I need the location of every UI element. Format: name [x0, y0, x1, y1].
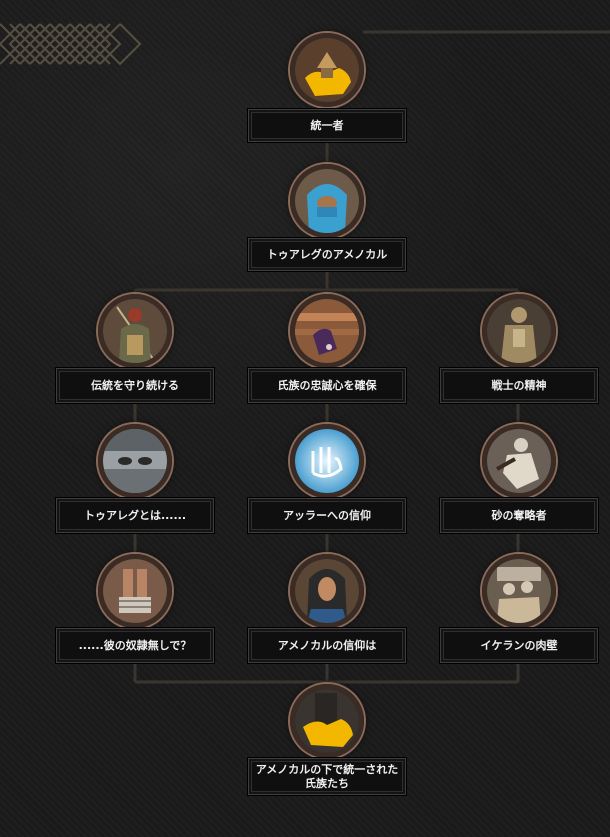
raider-icon[interactable] — [482, 424, 556, 498]
perk-label-ikelan-wall[interactable]: イケランの肉壁 — [439, 627, 599, 664]
gold-map-hut-icon[interactable] — [290, 33, 364, 107]
perk-label-faith-allah[interactable]: アッラーへの信仰 — [247, 497, 407, 534]
perk-label-unifier[interactable]: 統一者 — [247, 108, 407, 143]
purple-hand-icon[interactable] — [290, 294, 364, 368]
perk-label-without-slaves[interactable]: ......彼の奴隷無しで？ — [55, 627, 215, 664]
perk-label-clan-loyalty[interactable]: 氏族の忠誠心を確保 — [247, 367, 407, 404]
elder-with-spear-icon[interactable] — [98, 294, 172, 368]
armored-warrior-icon[interactable] — [482, 294, 556, 368]
allah-calligraphy-icon[interactable] — [290, 424, 364, 498]
perk-label-amenokal-faith[interactable]: アメノカルの信仰は — [247, 627, 407, 664]
perk-label-united-clans[interactable]: アメノカルの下で統一された氏族たち — [247, 757, 407, 796]
perk-label-warrior-spirit[interactable]: 戦士の精神 — [439, 367, 599, 404]
perk-label-tradition[interactable]: 伝統を守り続ける — [55, 367, 215, 404]
veiled-woman-icon[interactable] — [290, 554, 364, 628]
perk-label-sand-raiders[interactable]: 砂の奪略者 — [439, 497, 599, 534]
veiled-eyes-icon[interactable] — [98, 424, 172, 498]
blue-veiled-tuareg-icon[interactable] — [290, 164, 364, 238]
crowd-icon[interactable] — [482, 554, 556, 628]
perk-label-tuareg-is[interactable]: トゥアレグとは...... — [55, 497, 215, 534]
gold-map-tower-icon[interactable] — [290, 684, 364, 758]
knot-ornament — [0, 23, 142, 66]
perk-label-amenokal[interactable]: トゥアレグのアメノカル — [247, 237, 407, 272]
bound-hands-icon[interactable] — [98, 554, 172, 628]
